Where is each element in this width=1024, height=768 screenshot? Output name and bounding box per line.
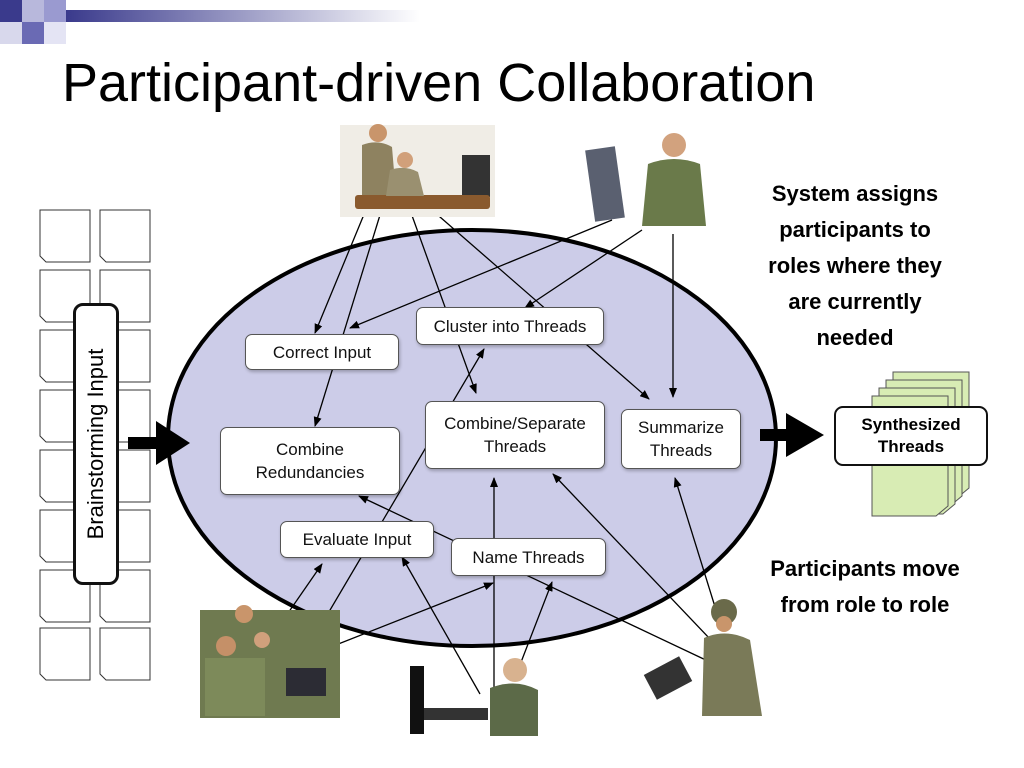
- synthesized-threads-label: Synthesized Threads: [834, 406, 988, 466]
- role-correct-input: Correct Input: [245, 334, 399, 370]
- corner-decoration: [0, 0, 420, 60]
- role-cluster-into-threads: Cluster into Threads: [416, 307, 604, 345]
- role-evaluate-input: Evaluate Input: [280, 521, 434, 558]
- note-participants-move: Participants move from role to role: [770, 556, 960, 617]
- brainstorm-input-label: Brainstorming Input: [83, 348, 108, 540]
- output-arrow: [760, 413, 824, 457]
- brainstorm-input-box: [73, 303, 119, 585]
- role-name-threads: Name Threads: [451, 538, 606, 576]
- participants-bottom-left-icon: [200, 605, 340, 718]
- participant-bottom-center-icon: [410, 658, 538, 736]
- slide-title: Participant-driven Collaboration: [62, 53, 816, 113]
- role-summarize-threads: Summarize Threads: [621, 409, 741, 469]
- note-system-assigns: System assigns participants to roles whe…: [768, 181, 942, 350]
- role-arrows: [267, 209, 731, 700]
- input-arrow: [128, 421, 190, 465]
- participants-top-left-icon: [340, 124, 495, 217]
- participant-top-right-icon: [585, 133, 706, 226]
- role-combine-separate-threads: Combine/Separate Threads: [425, 401, 605, 469]
- role-combine-redundancies: Combine Redundancies: [220, 427, 400, 495]
- participant-bottom-right-icon: [643, 599, 762, 716]
